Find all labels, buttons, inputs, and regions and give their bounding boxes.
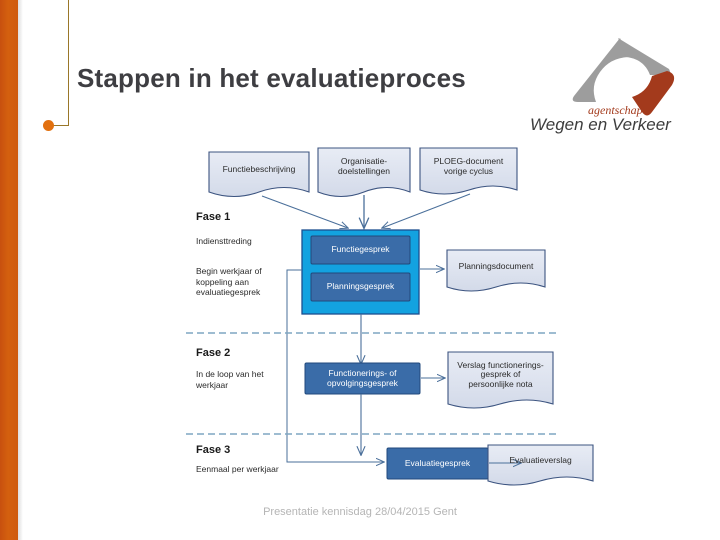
arrow-functiebeschrijving-to-fase1 <box>261 195 348 228</box>
phase-note-fase-3-a: Eenmaal per werkjaar <box>196 464 279 474</box>
input-document-ploeg-document <box>419 147 518 195</box>
phase-note-fase-1-b: Begin werkjaar of koppeling aan evaluati… <box>196 266 262 298</box>
phase-title-fase-3: Fase 3 <box>196 444 231 456</box>
title-rule-horizontal <box>52 125 69 126</box>
slide-footer: Presentatie kennisdag 28/04/2015 Gent <box>263 506 457 518</box>
logo-mark-icon <box>572 38 675 116</box>
left-accent-bar <box>0 0 18 540</box>
page-title: Stappen in het evaluatieproces <box>77 63 466 93</box>
phase-title-fase-1: Fase 1 <box>196 211 231 223</box>
output-document-evaluatieverslag <box>487 444 594 486</box>
phase-title-fase-2: Fase 2 <box>196 347 231 359</box>
phase-note-fase-2-a: In de loop van het werkjaar <box>196 369 264 390</box>
fase3-box-evaluatiegesprek <box>386 447 489 480</box>
fase1-box-planningsgesprek <box>310 272 411 302</box>
fase1-box-functiegesprek <box>310 235 411 265</box>
fase2-box-functioneringsgesprek <box>304 362 421 395</box>
logo-subtitle: agentschap <box>588 103 643 117</box>
phase-note-fase-1-a: Indiensttreding <box>196 236 252 246</box>
input-document-functiebeschrijving <box>208 151 310 198</box>
logo-agentschap-wegen-en-verkeer: agentschap Wegen en Verkeer <box>524 26 704 134</box>
title-bullet-dot-icon <box>43 120 54 131</box>
output-document-verslag-functioneringsgesprek <box>447 351 554 409</box>
title-rule-vertical <box>68 0 69 126</box>
logo-title: Wegen en Verkeer <box>530 115 672 134</box>
input-document-organisatiedoelstellingen <box>317 147 411 198</box>
arrow-ploeg-to-fase1 <box>382 193 471 228</box>
left-accent-bar-shadow <box>18 0 23 540</box>
connector-fase1-to-fase3 <box>286 269 384 462</box>
output-document-planningsdocument <box>446 249 546 292</box>
